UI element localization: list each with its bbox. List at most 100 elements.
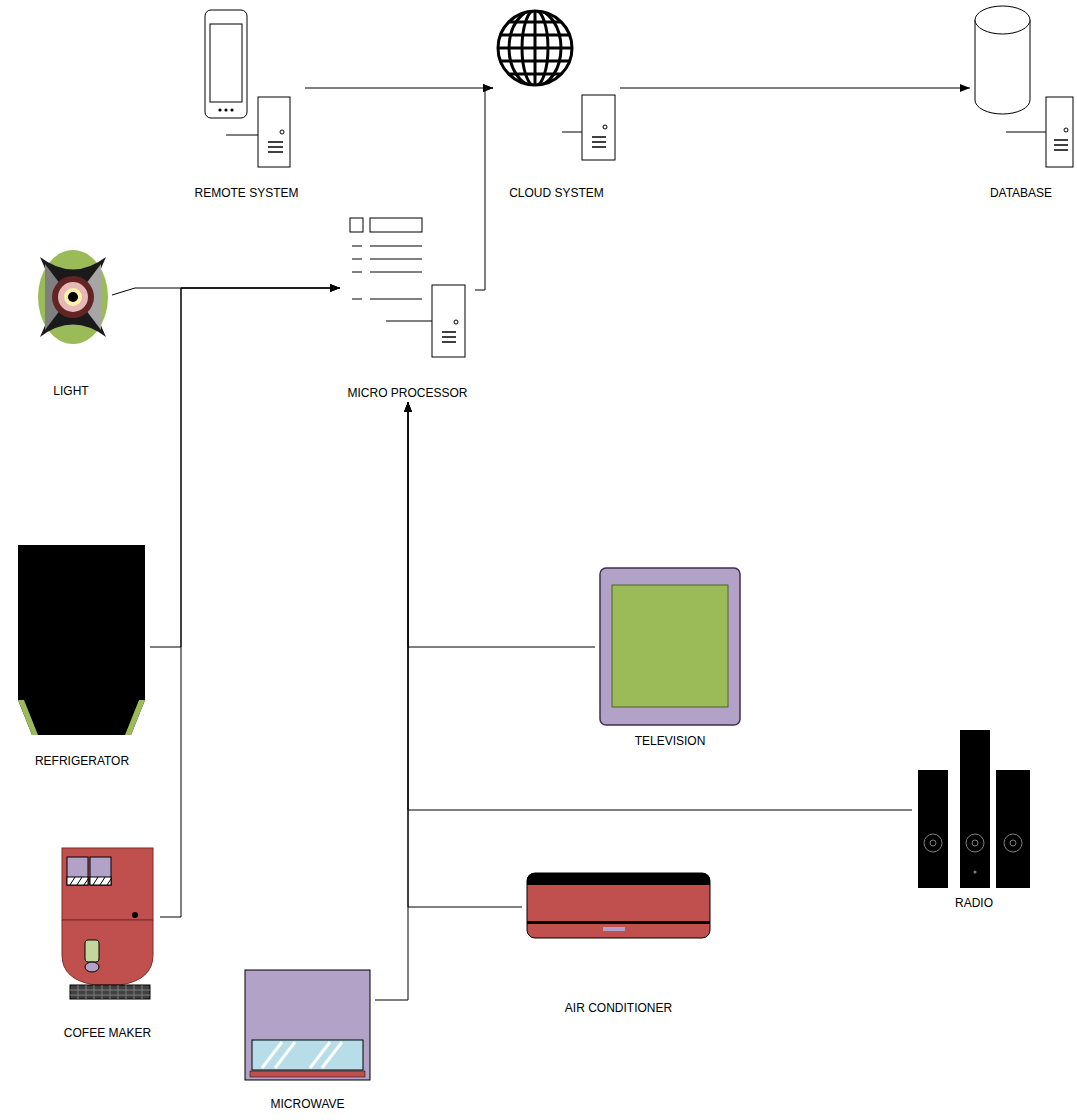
ac-top-band [527,873,710,885]
coffee-cup [85,962,99,972]
server-led [1064,128,1068,132]
fridge-body [18,545,145,735]
light-core [68,292,78,302]
coffee-maker-node: COFEE MAKER [55,843,160,1042]
tv-screen [612,585,728,707]
refrigerator-icon [18,545,145,735]
server-slot [442,336,456,338]
server-tower [432,285,465,357]
node-label: REFRIGERATOR [35,754,129,768]
server-led [280,130,284,134]
refrigerator-node: REFRIGERATOR [14,540,150,770]
doc-line [352,299,362,300]
database-node: DATABASE [970,5,1072,202]
node-label: AIR CONDITIONER [565,1001,672,1015]
node-label: RADIO [955,896,993,910]
ac-body [527,873,710,938]
coffee-base [62,920,153,985]
connector [160,288,340,917]
server-slot [268,151,283,153]
server-slot [1054,149,1068,151]
ac-display [603,927,625,931]
connector [305,88,493,89]
doc-line [370,272,422,273]
coffee-top [62,848,153,920]
leader-line [562,132,582,133]
connector [112,288,340,295]
globe-meridian [522,10,548,86]
radio-node: RADIO [912,725,1036,912]
server-slot [592,141,606,143]
server-led [454,320,458,324]
connector [620,88,970,89]
doc-line [370,259,422,260]
microprocessor-node: MICRO PROCESSOR [340,215,475,402]
speaker-cone [930,840,936,846]
database-icon [975,6,1030,114]
phone-dot [218,108,221,111]
server-slot [442,331,456,333]
connector [408,402,522,907]
light-ring [52,276,94,318]
server-tower [1046,97,1073,167]
server-led [603,125,607,129]
cylinder-top [975,6,1030,34]
doc-line [370,299,422,300]
speaker-dot [974,871,977,874]
server-icon [1006,97,1073,167]
connector [408,402,595,647]
node-label: REMOTE SYSTEM [194,186,298,200]
coffee-window [67,857,88,885]
server-slot [1054,144,1068,146]
doc-line [370,246,422,247]
node-label: MICROWAVE [271,1097,345,1111]
node-label: DATABASE [990,186,1052,200]
light-bulb [64,288,82,306]
remote-system-node: REMOTE SYSTEM [188,5,305,202]
television-icon [600,568,740,725]
coffee-grate [70,985,150,999]
globe-icon [495,8,575,88]
node-label: TELEVISION [635,734,706,748]
leader-line [1006,132,1046,133]
light-node: LIGHT [30,245,112,400]
node-label: MICRO PROCESSOR [347,386,467,400]
globe-grid [495,8,575,88]
node-label: COFEE MAKER [64,1026,151,1040]
globe-meridian [534,8,537,88]
connector [150,288,340,647]
speaker-cone [972,840,978,846]
coffee-grate-lines [70,985,150,999]
speaker [996,770,1030,888]
fridge-trim [18,700,38,735]
coffee-spout [85,940,99,962]
doc-line [352,246,362,247]
speaker-cone [966,834,984,852]
microwave-body [245,970,370,1080]
server-icon [226,97,290,167]
microwave-icon [245,970,370,1080]
leader-line [386,321,432,322]
light-halo [38,250,108,344]
processor-icon [350,218,465,357]
server-slot [1054,139,1068,141]
speaker [960,730,990,888]
phone-body [205,10,247,118]
air-conditioner-node: AIR CONDITIONER [522,868,715,1017]
speaker-cone [1010,840,1016,846]
fridge-trim [125,700,145,735]
server-tower [258,97,290,167]
light-icon [38,250,108,344]
server-slot [442,341,456,343]
server-slot [592,136,606,138]
connector [475,88,493,290]
light-frame [40,257,106,337]
air-conditioner-icon [527,873,710,938]
ac-vent [527,921,710,924]
light-ring [58,282,88,312]
server-slot [268,146,283,148]
